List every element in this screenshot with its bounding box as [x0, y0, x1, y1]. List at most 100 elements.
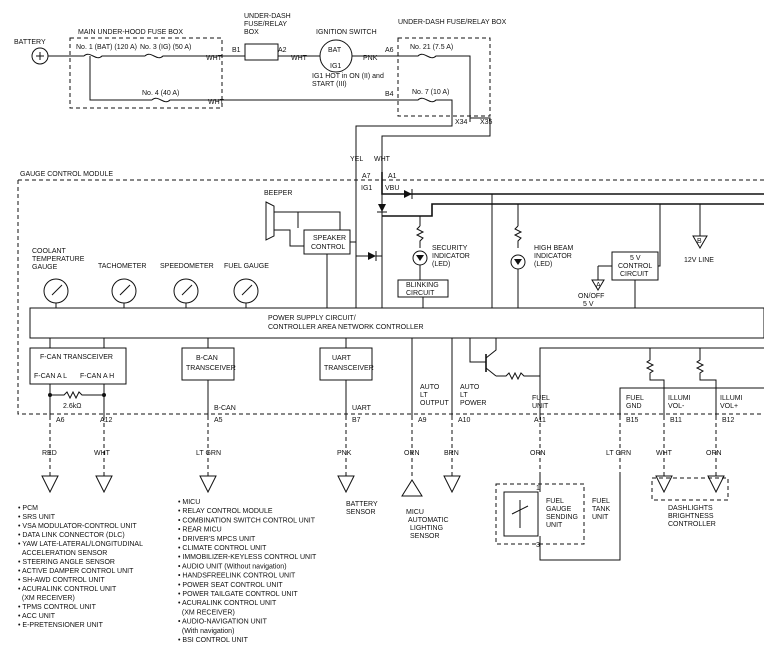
fuel-tank-2: TANK — [592, 506, 610, 513]
fuel-sending-1: FUEL — [546, 498, 564, 505]
five-v-line3: CIRCUIT — [620, 271, 649, 278]
list-item: • PCM — [18, 505, 38, 512]
high-beam-indicator: HIGH BEAM INDICATOR (LED) — [510, 204, 573, 308]
wire-brn: BRN — [444, 450, 459, 457]
pin-b4: B4 — [385, 91, 394, 98]
fcan-transceiver-box — [29, 347, 127, 385]
illumi-minus-2: VOL- — [668, 403, 685, 410]
underdash-left-line1: UNDER-DASH — [244, 13, 291, 20]
bcan-line1: B-CAN — [196, 355, 218, 362]
list-item: • DATA LINK CONNECTOR (DLC) — [18, 532, 125, 539]
gauge-control-module-title: GAUGE CONTROL MODULE — [20, 171, 113, 178]
fuse-no3-label: No. 3 (IG) (50 A) — [140, 44, 191, 51]
pin-uart: UART — [352, 405, 372, 412]
beeper: BEEPER — [264, 190, 306, 247]
list-item: • SRS UNIT — [18, 514, 56, 521]
v12-line-label: 12V LINE — [684, 257, 714, 264]
highbeam-line1: HIGH BEAM — [534, 245, 573, 252]
illumi-minus-resistor-icon — [645, 348, 665, 416]
list-item: • SH-AWD CONTROL UNIT — [18, 577, 105, 584]
speaker-control-line1: SPEAKER — [313, 235, 346, 242]
auto-lt-power-3: POWER — [460, 400, 486, 407]
diode-security-icon — [368, 252, 376, 260]
diode-vertical-icon — [378, 204, 386, 212]
resistor-icon — [50, 390, 104, 400]
pin-ig1: IG1 — [361, 185, 372, 192]
wire-red: RED — [42, 450, 57, 457]
ig1-note-2: START (III) — [312, 81, 347, 88]
speaker-control-line2: CONTROL — [311, 244, 345, 251]
pin-a9: A9 — [418, 417, 427, 424]
bcan-line2: TRANSCEIVER — [186, 365, 236, 372]
resistor-label: 2.6kΩ — [63, 403, 81, 410]
fuse-no21-icon — [398, 53, 471, 122]
beeper-label: BEEPER — [264, 190, 292, 197]
connector-fcan-l-icon — [41, 475, 59, 494]
fuel-gnd-2: GND — [626, 403, 642, 410]
pin-a6-bottom: A6 — [56, 417, 65, 424]
list-item: • HANDSFREELINK CONTROL UNIT — [178, 573, 296, 580]
list-item: • ACTIVE DAMPER CONTROL UNIT — [18, 568, 134, 575]
wire-wht: WHT — [94, 450, 111, 457]
connector-b-label: B — [697, 238, 702, 245]
on-off-line2: 5 V — [583, 301, 594, 308]
list-item: (XM RECEIVER) — [18, 595, 75, 602]
wire-label-wht-3: WHT — [208, 99, 225, 106]
connector-b-icon — [692, 235, 708, 249]
fuse-no21-label: No. 21 (7.5 A) — [410, 44, 453, 51]
under-dash-fuse-relay-box-right: UNDER-DASH FUSE/RELAY BOX A6 B4 No. 21 (… — [385, 19, 507, 122]
security-line3: (LED) — [432, 261, 450, 268]
beeper-icon — [265, 201, 275, 241]
tachometer-label: TACHOMETER — [98, 263, 146, 270]
fuel-sender-icon — [511, 500, 529, 528]
wire-label-wht-2: WHT — [291, 55, 308, 62]
ignition-ig1: IG1 — [330, 63, 341, 70]
fuse-relay-block — [244, 43, 279, 61]
dashlights-connector-outline — [651, 477, 729, 501]
gauge-module-outline-left — [17, 180, 764, 415]
list-item: • COMBINATION SWITCH CONTROL UNIT — [178, 517, 316, 524]
speedometer-label: SPEEDOMETER — [160, 263, 214, 270]
underdash-left-line2: FUSE/RELAY — [244, 21, 287, 28]
list-item: (XM RECEIVER) — [178, 609, 235, 616]
five-v-line2: CONTROL — [618, 263, 652, 270]
connector-fcan-h-icon — [95, 475, 113, 494]
pin-a10: A10 — [458, 417, 471, 424]
fcan-device-list: • PCM• SRS UNIT• VSA MODULATOR-CONTROL U… — [18, 505, 143, 629]
fuel-sending-4: UNIT — [546, 522, 563, 529]
list-item: • STEERING ANGLE SENSOR — [18, 559, 115, 566]
connector-a-icon — [591, 279, 605, 291]
ignition-bat: BAT — [328, 47, 342, 54]
illumi-plus-2: VOL+ — [720, 403, 738, 410]
diode-vbu-icon — [404, 190, 412, 198]
pin-b1: B1 — [232, 47, 241, 54]
auto-lt-output-3: OUTPUT — [420, 400, 450, 407]
battery-sensor-1: BATTERY — [346, 501, 378, 508]
fuse-no4-icon — [151, 97, 222, 103]
dashlights-2: BRIGHTNESS — [668, 513, 714, 520]
highbeam-line2: INDICATOR — [534, 253, 572, 260]
fuel-tank-1: FUEL — [592, 498, 610, 505]
fuse-no7-icon — [398, 97, 453, 122]
connector-bcan-icon — [199, 475, 217, 494]
fuel-gauge: FUEL GAUGE — [224, 263, 269, 308]
uart-transceiver-box — [319, 347, 373, 381]
list-item: • ACC UNIT — [18, 613, 56, 620]
fuel-resistor-icon — [496, 371, 541, 416]
highbeam-resistor-icon — [513, 225, 523, 248]
security-line2: INDICATOR — [432, 253, 470, 260]
main-fuse-box-label: MAIN UNDER-HOOD FUSE BOX — [78, 29, 183, 36]
connector-auto-lt-power-icon — [443, 475, 461, 494]
wire-lt-grn-b15: LT GRN — [606, 450, 631, 457]
uart-line1: UART — [332, 355, 352, 362]
fuel-tank-3: UNIT — [592, 514, 609, 521]
fcan-transceiver-label: F-CAN TRANSCEIVER — [40, 354, 113, 361]
illumi-plus-1: ILLUMI — [720, 395, 743, 402]
pin-a1: A1 — [388, 173, 397, 180]
blinking-line2: CIRCUIT — [406, 290, 435, 297]
uart-line2: TRANSCEIVER — [324, 365, 374, 372]
micu-auto-4: SENSOR — [410, 533, 440, 540]
list-item: • AUDIO UNIT (Without navigation) — [178, 563, 287, 570]
list-item: • MICU — [178, 499, 200, 506]
